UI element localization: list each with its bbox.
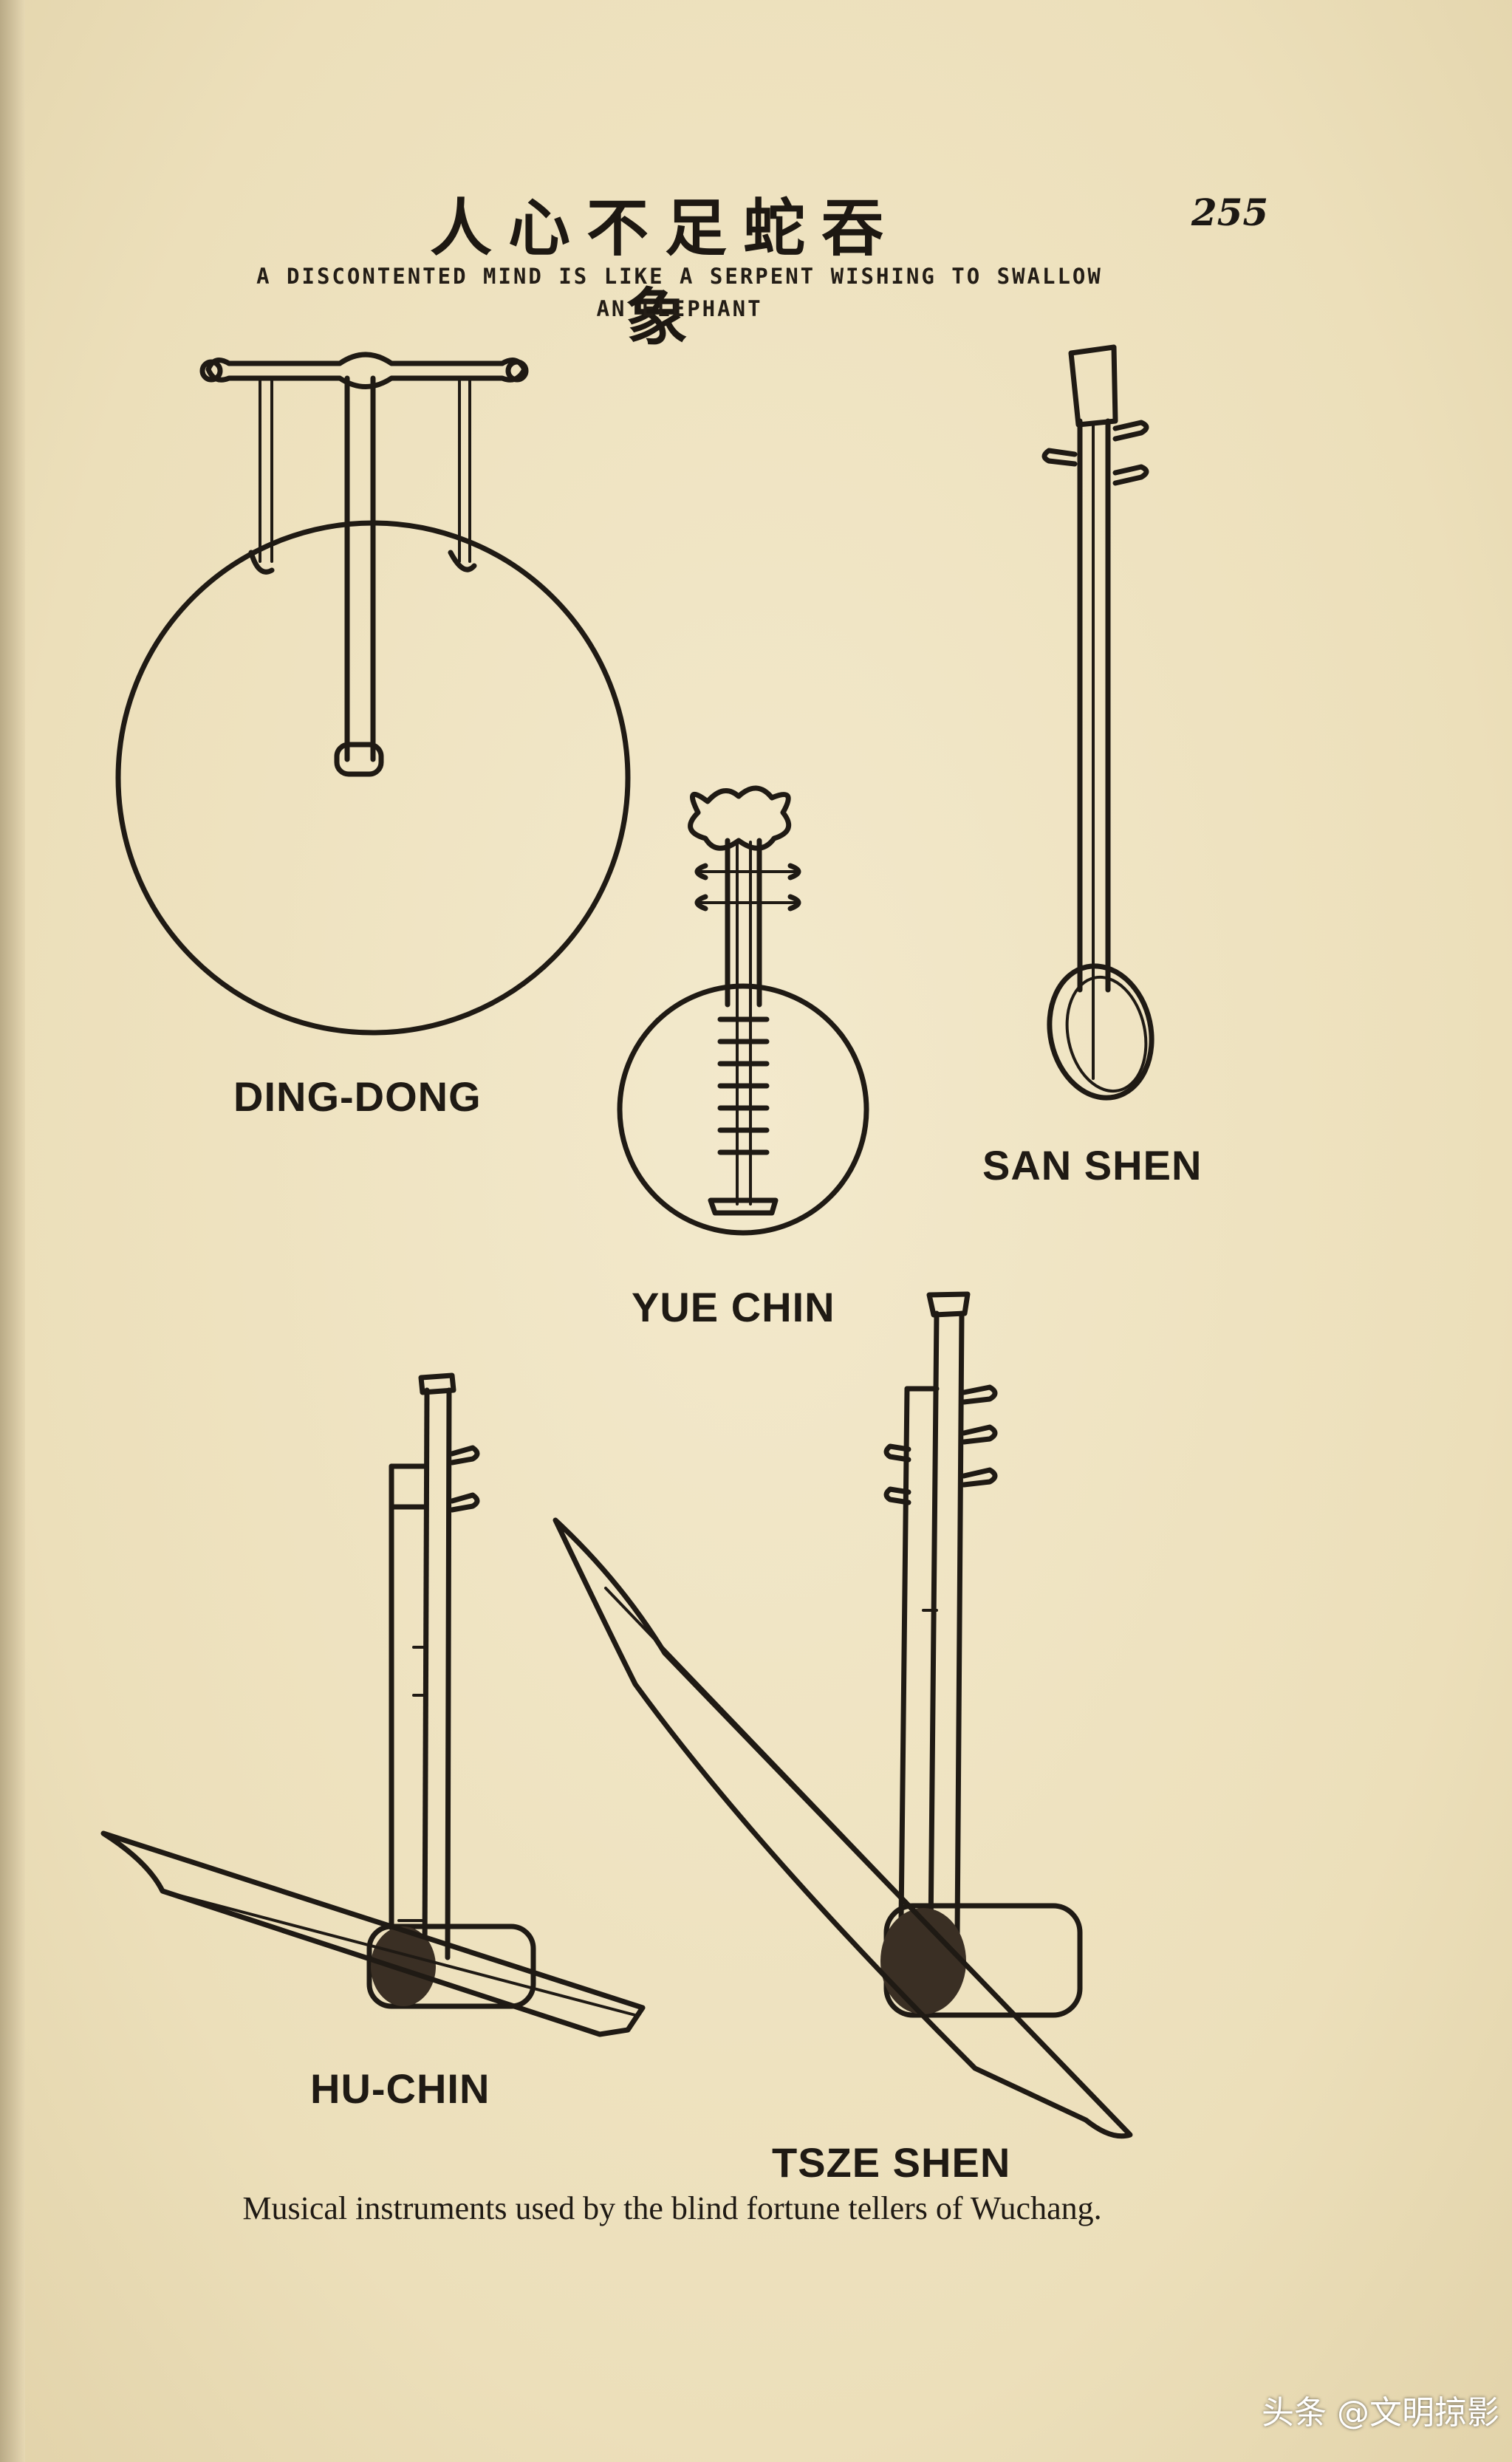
ding-dong-label: DING-DONG <box>233 1073 482 1120</box>
san-shen-label: SAN SHEN <box>982 1142 1203 1189</box>
source-watermark: 头条 @文明掠影 <box>1262 2394 1499 2432</box>
tsze-shen-drawing <box>553 1291 1133 2139</box>
hu-chin-label: HU-CHIN <box>310 2065 490 2112</box>
proverb-translation-line-1: A DISCONTENTED MIND IS LIKE A SERPENT WI… <box>256 264 1103 289</box>
hu-chin-drawing <box>100 1372 646 2037</box>
proverb-translation-line-2: AN ELEPHANT <box>596 296 763 321</box>
san-shen-drawing <box>1041 344 1154 1101</box>
figure-caption: Musical instruments used by the blind fo… <box>242 2190 1102 2226</box>
tsze-shen-label: TSZE SHEN <box>772 2139 1011 2186</box>
chinese-proverb-title: 人心不足蛇吞象 <box>429 191 900 354</box>
page-number: 255 <box>1191 191 1269 234</box>
yue-chin-drawing <box>617 785 869 1236</box>
proverb-translation: A DISCONTENTED MIND IS LIKE A SERPENT WI… <box>170 260 1189 325</box>
page-binding-shadow <box>0 0 25 2462</box>
yue-chin-label: YUE CHIN <box>632 1284 835 1330</box>
ding-dong-drawing <box>115 352 631 1036</box>
